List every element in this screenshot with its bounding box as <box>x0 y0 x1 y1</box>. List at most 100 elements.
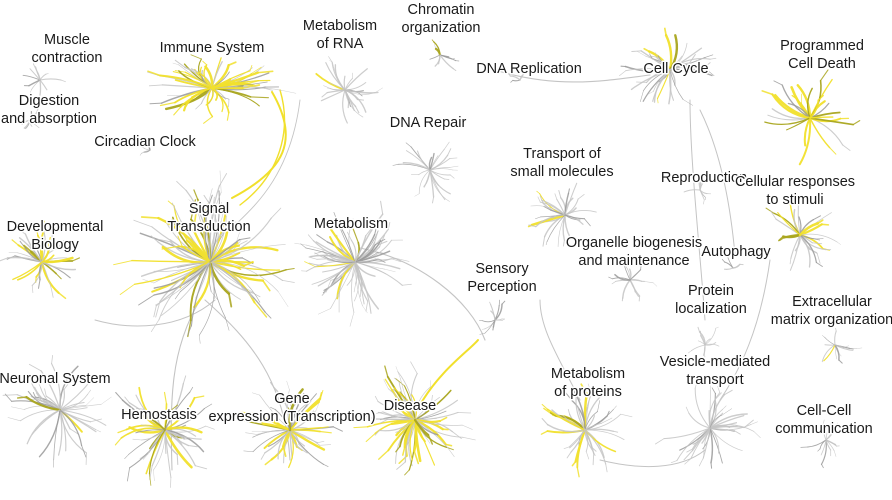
twig-edge <box>187 325 192 336</box>
twig-edge <box>328 56 333 63</box>
branch-edge <box>564 214 585 220</box>
pathway-label-line: Vesicle-mediated <box>660 354 770 370</box>
twig-edge <box>282 445 287 458</box>
branch-edge <box>40 260 60 294</box>
branch-edge <box>190 261 211 327</box>
twig-edge <box>384 378 393 391</box>
twig-edge <box>35 392 43 402</box>
twig-edge <box>549 412 557 417</box>
twig-edge <box>373 230 379 244</box>
cluster-autophagy <box>721 255 744 270</box>
twig-edge <box>207 188 213 204</box>
branch-edge <box>209 217 272 263</box>
branch-edge <box>330 88 346 91</box>
branch-edge <box>821 344 836 363</box>
twig-edge <box>150 319 160 333</box>
twig-edge <box>613 405 617 410</box>
branch-edge <box>344 89 355 112</box>
twig-edge <box>404 469 410 476</box>
cluster-cellresp <box>765 195 841 271</box>
twig-edge <box>694 381 698 389</box>
branch-edge <box>411 394 418 421</box>
pathway-label-dnarepair[interactable]: DNA Repair <box>388 114 468 133</box>
twig-edge <box>187 445 198 448</box>
twig-edge <box>567 188 570 194</box>
pathway-label-cellcycle[interactable]: Cell Cycle <box>642 60 710 79</box>
branch-edge <box>645 55 671 71</box>
twig-edge <box>153 469 155 482</box>
branch-edge <box>387 388 416 421</box>
branch-edge <box>161 261 211 316</box>
pathway-label-circadian[interactable]: Circadian Clock <box>93 133 198 152</box>
hierarchy-link <box>689 99 706 321</box>
twig-edge <box>699 175 702 181</box>
twig-edge <box>319 444 332 446</box>
twig-edge <box>699 177 702 181</box>
twig-edge <box>379 418 389 424</box>
cluster-muscle <box>22 60 66 97</box>
pathway-label-line: Chromatin <box>408 2 475 18</box>
twig-edge <box>163 391 168 405</box>
pathway-label-neuronal[interactable]: Neuronal System <box>0 370 112 389</box>
pathway-label-dnarep[interactable]: DNA Replication <box>475 60 584 79</box>
twig-edge <box>605 463 608 473</box>
twig-edge <box>606 410 610 417</box>
branch-edge <box>197 71 213 89</box>
pathway-clusters <box>0 27 863 488</box>
twig-edge <box>4 393 12 402</box>
pathway-label-line: Circadian Clock <box>94 134 196 150</box>
twig-edge <box>765 207 775 214</box>
pathway-label-hemostasis[interactable]: Hemostasis <box>120 406 199 425</box>
twig-edge <box>277 291 289 307</box>
twig-edge <box>405 142 412 148</box>
pathway-label-disease[interactable]: Disease <box>382 397 437 416</box>
twig-edge <box>142 453 149 460</box>
twig-edge <box>479 333 486 335</box>
twig-edge <box>836 241 841 245</box>
branch-edge <box>354 261 365 305</box>
twig-edge <box>449 157 458 159</box>
twig-edge <box>252 392 260 396</box>
branch-edge <box>732 263 741 269</box>
pathway-label-line: Gene <box>274 391 309 407</box>
pathway-label-autophagy[interactable]: Autophagy <box>700 243 773 262</box>
twig-edge <box>688 350 692 354</box>
branch-edge <box>825 425 837 441</box>
twig-edge <box>353 426 369 429</box>
twig-edge <box>631 50 642 52</box>
pathway-label-metabolism[interactable]: Metabolism <box>312 215 389 234</box>
twig-edge <box>427 434 434 445</box>
branch-edge <box>556 198 566 216</box>
cluster-signal <box>113 170 295 344</box>
pathway-label-reproduction[interactable]: Reproduction <box>659 169 748 188</box>
twig-edge <box>192 208 198 231</box>
branch-edge <box>173 205 211 263</box>
branch-edge <box>41 261 54 298</box>
twig-edge <box>374 238 386 246</box>
branch-edge <box>39 79 42 97</box>
twig-edge <box>706 178 708 180</box>
branch-edge <box>834 330 837 346</box>
twig-edge <box>640 265 642 271</box>
twig-edge <box>226 112 230 121</box>
twig-edge <box>350 218 354 226</box>
pathway-label-immune[interactable]: Immune System <box>158 39 266 58</box>
twig-edge <box>492 326 494 331</box>
